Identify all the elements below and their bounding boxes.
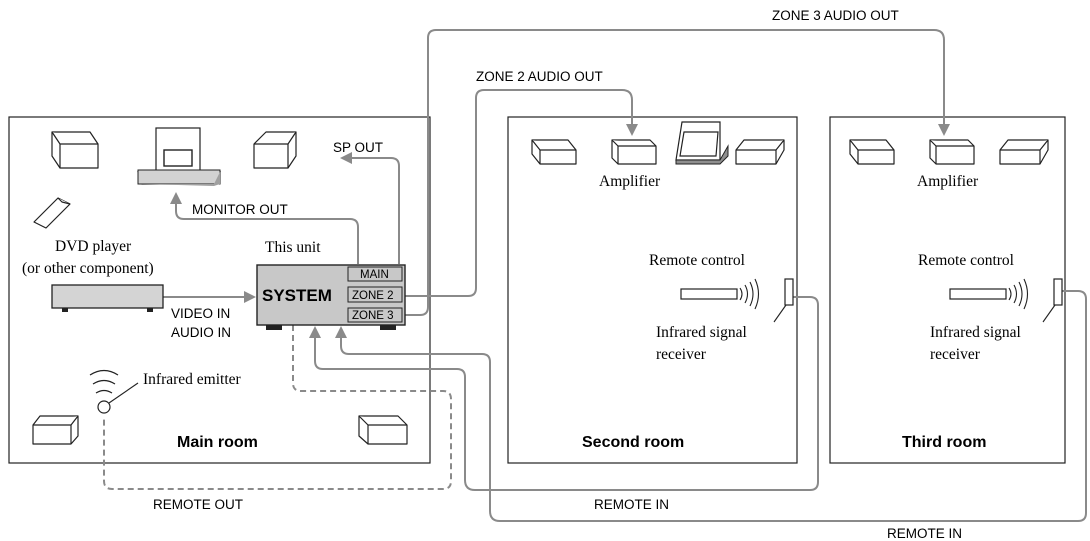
monitor-out-cable: [175, 202, 359, 264]
this-unit-receiver: [256, 264, 406, 330]
zone3-audio-out-label: ZONE 3 AUDIO OUT: [772, 8, 899, 23]
monitor-out-arrow: [170, 192, 182, 204]
second-room-tv-icon: [675, 121, 729, 165]
video-in-label: VIDEO IN: [171, 306, 230, 321]
main-port-label: MAIN: [360, 269, 389, 281]
third-room-receiver-label-1: Infrared signal: [930, 324, 1021, 341]
third-room-ir-receiver-icon: [1042, 278, 1063, 323]
system-label: SYSTEM: [262, 286, 332, 305]
third-room-amplifier-icon: [929, 139, 975, 165]
second-room-remote-control-label: Remote control: [649, 252, 745, 269]
remote-out-cable: [103, 325, 452, 490]
second-room-receiver-label-1: Infrared signal: [656, 324, 747, 341]
main-room-title: Main room: [177, 434, 258, 451]
third-room-left-speaker-icon: [849, 139, 895, 165]
second-room-ir-receiver-icon: [773, 278, 794, 323]
remote-in-cable-third: [340, 290, 1087, 522]
remote-in-label-second: REMOTE IN: [594, 497, 669, 512]
zone2-audio-out-label: ZONE 2 AUDIO OUT: [476, 69, 603, 84]
third-room-remote-control-label: Remote control: [918, 252, 1014, 269]
second-room-box: [507, 116, 798, 464]
dvd-player-label: DVD player: [55, 238, 132, 255]
front-left-speaker-icon: [51, 131, 99, 169]
dvd-player-icon: [51, 284, 164, 312]
second-room-left-speaker-icon: [531, 139, 577, 165]
sp-out-label: SP OUT: [333, 140, 383, 155]
third-room-receiver-label-2: receiver: [930, 346, 981, 363]
second-room-receiver-label-2: receiver: [656, 346, 707, 363]
remote-in-arrow-third: [335, 326, 347, 338]
zone2-audio-out-cable: [404, 89, 633, 297]
zone2-cable-arrow: [626, 124, 638, 136]
front-right-speaker-icon: [253, 131, 297, 169]
infrared-emitter-label: Infrared emitter: [143, 371, 242, 388]
third-room-right-speaker-icon: [999, 139, 1049, 165]
this-unit-label: This unit: [265, 239, 321, 256]
remote-commander-icon: [33, 197, 71, 229]
remote-in-cable-second: [314, 296, 819, 491]
remote-in-label-third: REMOTE IN: [887, 526, 962, 541]
rear-left-speaker-icon: [32, 415, 79, 445]
remote-in-arrow-second: [309, 326, 321, 338]
second-room-amplifier-label: Amplifier: [599, 173, 661, 190]
infrared-emitter-icon: [89, 369, 139, 414]
zone3-port-label: ZONE 3: [352, 310, 394, 322]
monitor-tv-icon: [137, 127, 221, 186]
third-room-title: Third room: [902, 434, 986, 451]
rear-right-speaker-icon: [358, 415, 408, 445]
remote-out-label: REMOTE OUT: [153, 497, 243, 512]
second-room-amplifier-icon: [611, 139, 657, 165]
second-room-title: Second room: [582, 434, 684, 451]
zone2-port-label: ZONE 2: [352, 290, 394, 302]
audio-in-label: AUDIO IN: [171, 325, 231, 340]
sp-out-arrow: [340, 152, 352, 164]
third-room-box: [829, 116, 1066, 464]
second-room-right-speaker-icon: [735, 139, 785, 165]
zone3-cable-arrow: [938, 124, 950, 136]
third-room-amplifier-label: Amplifier: [917, 173, 979, 190]
zone3-audio-out-cable: [404, 29, 945, 316]
monitor-out-label: MONITOR OUT: [192, 202, 288, 217]
dvd-to-unit-arrow: [244, 291, 256, 303]
third-room-remote-control-icon: [949, 278, 1029, 310]
sp-out-cable: [350, 157, 400, 264]
second-room-remote-control-icon: [680, 278, 760, 310]
dvd-player-sublabel: (or other component): [22, 260, 154, 277]
